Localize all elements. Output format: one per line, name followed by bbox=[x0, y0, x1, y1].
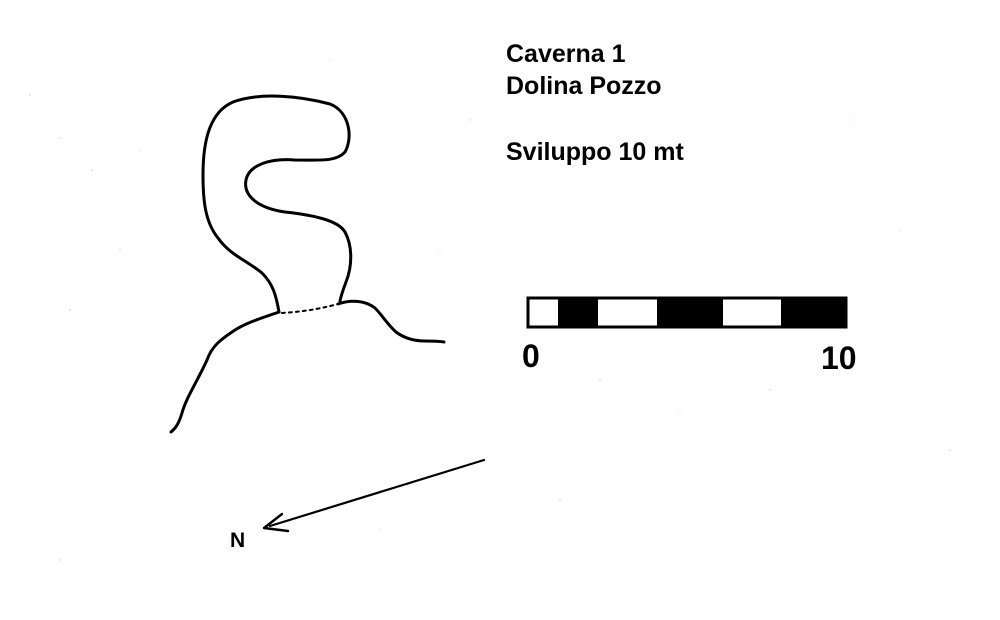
north-label: N bbox=[230, 529, 246, 552]
doline-left-slope bbox=[169, 310, 281, 434]
entrance-dotted-line bbox=[281, 303, 339, 314]
cave-location: Dolina Pozzo bbox=[506, 72, 662, 100]
scale-bar-segment bbox=[558, 298, 598, 327]
scan-noise bbox=[29, 59, 951, 561]
doline-right-slope bbox=[336, 299, 446, 344]
cave-wall-outline bbox=[201, 94, 353, 314]
scale-bar-segment bbox=[781, 298, 846, 327]
scale-end-label: 10 bbox=[821, 340, 857, 376]
scale-bar bbox=[526, 296, 848, 329]
cave-name: Caverna 1 bbox=[506, 40, 626, 68]
arrow-head bbox=[262, 512, 290, 533]
scale-start-label: 0 bbox=[522, 338, 540, 374]
scale-bar-segment bbox=[657, 298, 723, 327]
cave-development: Sviluppo 10 mt bbox=[506, 138, 684, 166]
north-arrow bbox=[262, 458, 486, 533]
title-block: Caverna 1 Dolina Pozzo Sviluppo 10 mt bbox=[506, 38, 684, 168]
spacer bbox=[506, 102, 684, 136]
